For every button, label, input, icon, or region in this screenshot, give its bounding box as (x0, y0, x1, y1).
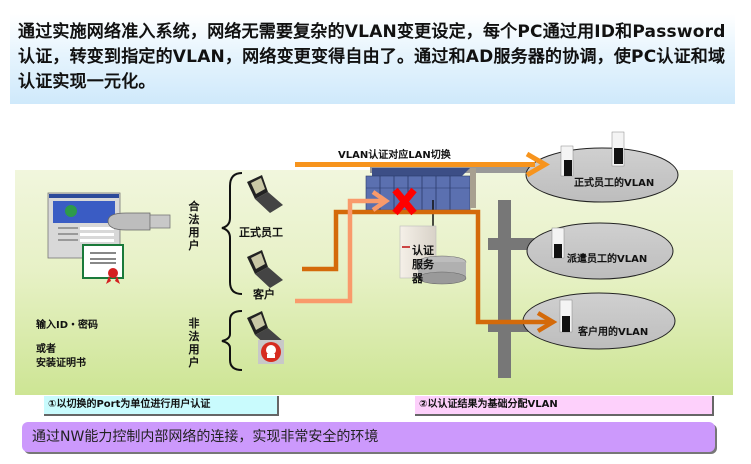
laptop-guest-icon (247, 250, 283, 288)
guest-path-arrow (302, 209, 558, 333)
switch-label: VLAN认证对应LAN切换 (338, 150, 451, 161)
vlan-guest (522, 292, 676, 350)
backbone-bus (488, 200, 538, 378)
feature-text: ①以切换的Port为单位进行用户认证 (48, 399, 211, 410)
footer-text: 通过NW能力控制内部网络的连接，实现非常安全的环境 (32, 429, 379, 445)
usb-key-icon (107, 212, 171, 231)
block-x-icon (392, 187, 417, 216)
illegal-users-label: 非法用户 (188, 317, 200, 369)
auth-server-label: 认证服务器 (412, 244, 434, 285)
laptop-employee-icon (247, 175, 283, 213)
legal-users-label: 合法用户 (188, 200, 200, 252)
vlan-dispatch (526, 222, 674, 280)
footer-banner: 通过NW能力控制内部网络的连接，实现非常安全的环境 (22, 422, 715, 452)
denied-path-arrow (295, 190, 390, 304)
guest-label: 客户 (253, 288, 275, 301)
certificate-icon (82, 244, 124, 284)
credential-line2: 或者 (36, 344, 56, 355)
laptop-illegal-icon (247, 311, 284, 364)
intro-banner (10, 14, 735, 104)
legal-users-brace (221, 172, 243, 295)
credential-line1: 输入ID・密码 (36, 320, 99, 331)
intro-text: 通过实施网络准入系统，网络无需要复杂的VLAN变更设定，每个PC通过用ID和Pa… (18, 22, 726, 92)
employee-label: 正式员工 (239, 226, 283, 239)
employee-path-arrow (295, 151, 550, 178)
feature-box-port-auth: ①以切换的Port为单位进行用户认证 (44, 396, 279, 416)
feature-text: ②以认证结果为基础分配VLAN (419, 399, 558, 410)
vlan-guest-label: 客户用的VLAN (578, 327, 649, 338)
vlan-employee (525, 131, 679, 203)
illegal-users-brace (221, 310, 243, 371)
auth-server-icon (399, 225, 467, 285)
credential-line3: 安装证明书 (36, 358, 86, 369)
feature-box-vlan-assign: ②以认证结果为基础分配VLAN (415, 396, 714, 416)
vlan-employee-label: 正式员工的VLAN (574, 178, 655, 189)
vlan-dispatch-label: 派遣员工的VLAN (567, 254, 648, 265)
